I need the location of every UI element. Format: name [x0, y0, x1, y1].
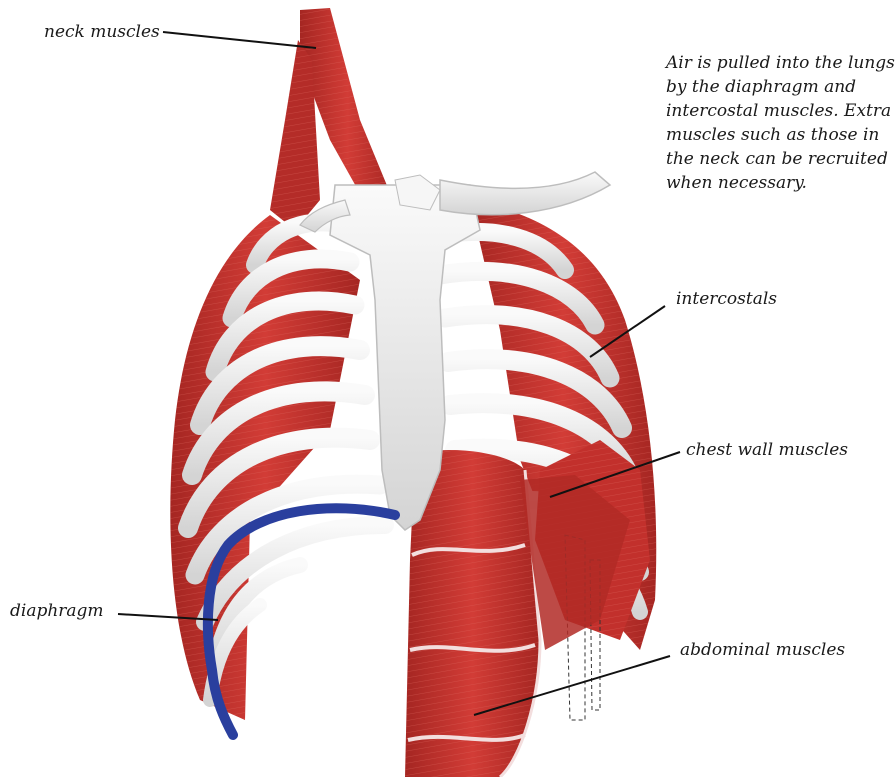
diaphragm-label: diaphragm [10, 603, 104, 620]
intercostals-label: intercostals [676, 291, 777, 308]
leader-line-neck [163, 32, 316, 48]
caption-line: by the diaphragm and [666, 75, 891, 99]
caption-line: the neck can be recruited [666, 147, 891, 171]
caption-text: Air is pulled into the lungs by the diap… [666, 51, 891, 195]
abdominal-muscles [405, 450, 630, 777]
neck-muscles-label: neck muscles [44, 24, 160, 41]
caption-line: intercostal muscles. Extra [666, 99, 891, 123]
caption-line: when necessary. [666, 171, 891, 195]
chest-wall-muscles-label: chest wall muscles [686, 442, 848, 459]
caption-line: Air is pulled into the lungs [666, 51, 891, 75]
abdominal-muscles-label: abdominal muscles [680, 642, 845, 659]
caption-line: muscles such as those in [666, 123, 891, 147]
